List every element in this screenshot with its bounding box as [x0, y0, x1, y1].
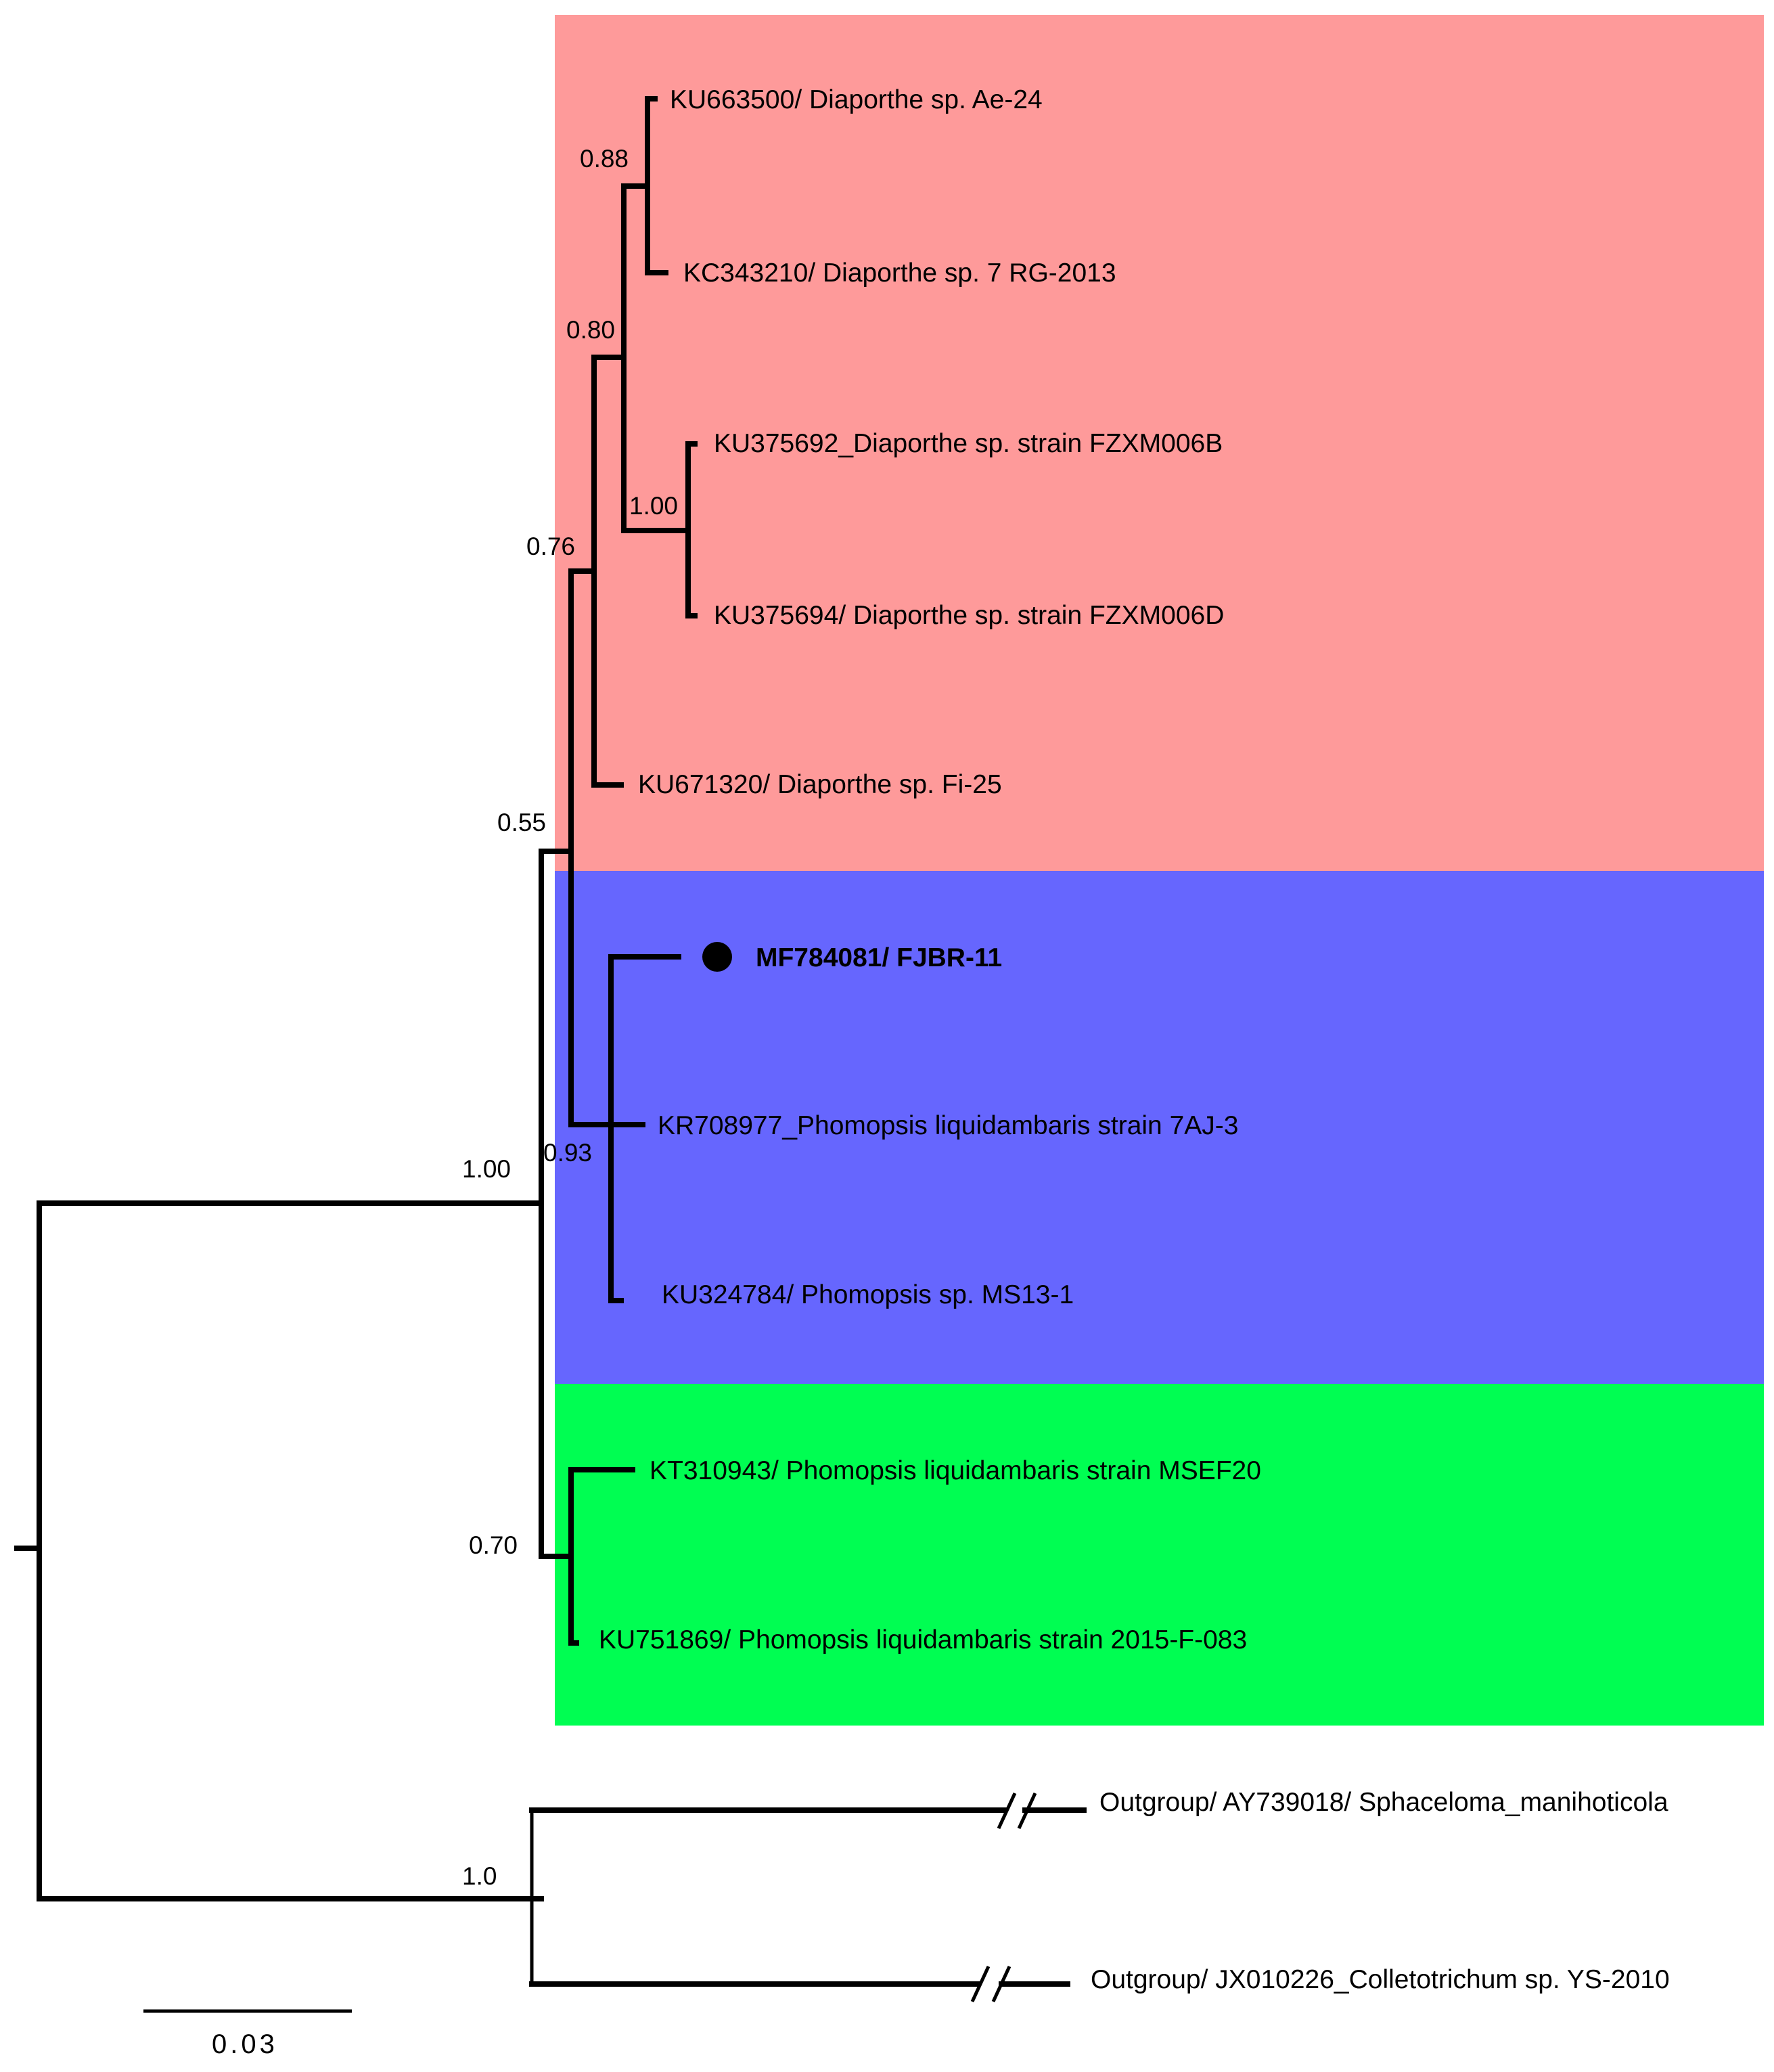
outgroup-label: Outgroup/ AY739018/ Sphaceloma_manihotic…: [1099, 1788, 1668, 1817]
branch-break-mark: [991, 1965, 1011, 2003]
tree-branches: [14, 96, 1087, 2003]
taxon-label: KU375694/ Diaporthe sp. strain FZXM006D: [714, 601, 1224, 630]
taxon-label: KR708977_Phomopsis liquidambaris strain …: [658, 1111, 1238, 1140]
support-value: 1.00: [462, 1155, 511, 1183]
scale-bar-label: 0.03: [212, 2029, 278, 2059]
taxon-label-highlighted: MF784081/ FJBR-11: [756, 943, 1002, 972]
taxon-labels: KU663500/ Diaporthe sp. Ae-24 KC343210/ …: [599, 85, 1670, 1994]
outgroup-label: Outgroup/ JX010226_Colletotrichum sp. YS…: [1091, 1965, 1670, 1994]
clade-box-fjbr: [555, 871, 1764, 1384]
branch-break-mark: [1017, 1792, 1037, 1830]
taxon-label: KU751869/ Phomopsis liquidambaris strain…: [599, 1625, 1247, 1654]
taxon-label: KU663500/ Diaporthe sp. Ae-24: [670, 85, 1043, 114]
taxon-label: KU671320/ Diaporthe sp. Fi-25: [638, 770, 1002, 799]
scale-bar: 0.03: [143, 2009, 352, 2059]
highlight-circle-marker: [702, 942, 732, 972]
support-value: 0.88: [580, 145, 629, 173]
taxon-label: KC343210/ Diaporthe sp. 7 RG-2013: [683, 258, 1116, 288]
support-value: 0.55: [497, 809, 546, 836]
taxon-label: KU324784/ Phomopsis sp. MS13-1: [662, 1280, 1074, 1309]
taxon-label: KU375692_Diaporthe sp. strain FZXM006B: [714, 429, 1223, 458]
support-value: 0.93: [543, 1139, 592, 1167]
support-value: 1.00: [629, 492, 678, 520]
clade-box-diaporthe: [555, 15, 1764, 871]
clade-box-phomopsis: [555, 1384, 1764, 1726]
taxon-label: KT310943/ Phomopsis liquidambaris strain…: [650, 1456, 1261, 1485]
support-value: 0.80: [566, 316, 615, 344]
support-value: 0.70: [469, 1531, 518, 1559]
branch-break-mark: [997, 1792, 1017, 1830]
support-values: 0.88 0.80 1.00 0.76 0.55 0.93 1.00 0.70 …: [462, 145, 678, 1890]
support-value: 1.0: [462, 1862, 497, 1890]
support-value: 0.76: [526, 533, 575, 560]
branch-break-mark: [970, 1965, 991, 2003]
